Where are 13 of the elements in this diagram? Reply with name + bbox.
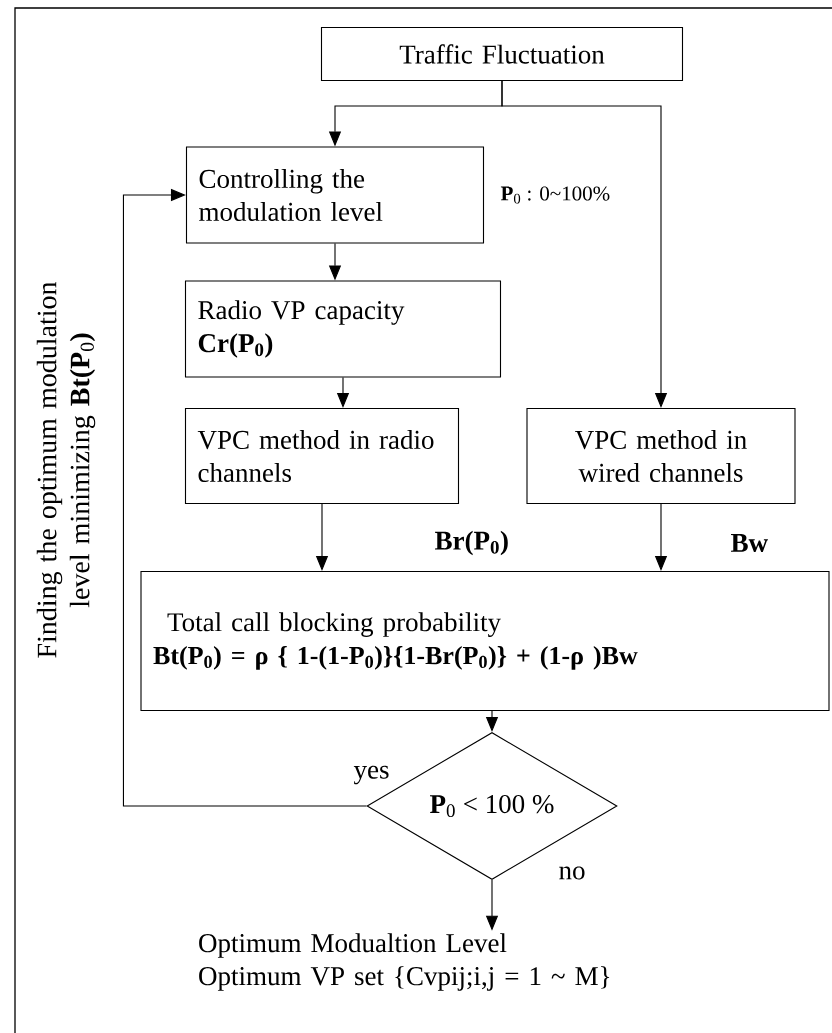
process-box: Total call blocking probability Bt(P$_{0}$) = ρ { 1-(1-P$_{0}$)}{1-Br(P$_{0}$)} + (1-ρ )Bw bbox=[140, 570, 830, 712]
edge-label: no bbox=[556, 864, 588, 882]
edge-label: Br(P$_{0}$) bbox=[432, 528, 511, 558]
process-box: Radio VP capacity Cr(P$_{0}$) bbox=[184, 280, 502, 378]
arrow bbox=[122, 188, 367, 807]
arrow bbox=[501, 80, 668, 408]
edge-label: Bw bbox=[728, 532, 771, 554]
process-box: VPC method in radio channels bbox=[184, 407, 460, 505]
process-box: VPC method in wired channels bbox=[526, 407, 796, 505]
result-text: Optimum Modualtion Level Optimum VP set {Cvpij;i,j = 1 ~ M} bbox=[199, 933, 610, 991]
range-note: P$_{0}$ : 0~100% bbox=[500, 186, 610, 204]
process-box: Controlling the modulation level bbox=[185, 146, 485, 244]
process-box: Traffic Fluctuation bbox=[320, 26, 684, 82]
